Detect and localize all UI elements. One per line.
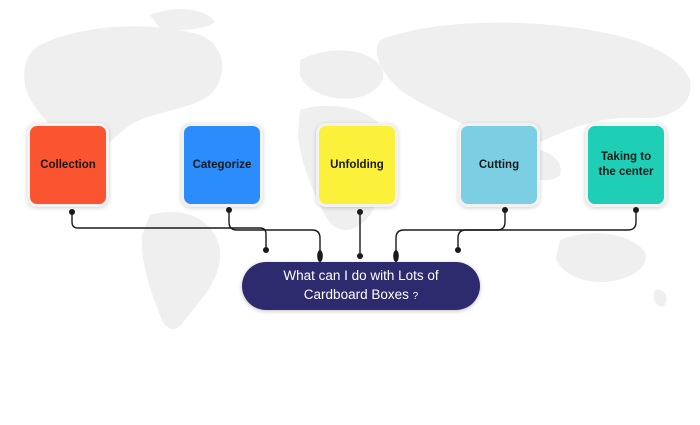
node-label: Unfolding — [330, 158, 384, 171]
node-label: Collection — [40, 158, 96, 171]
node-collection: Collection — [27, 123, 109, 207]
connector-taking-to-center — [457, 210, 637, 250]
node-label: Cutting — [478, 158, 520, 171]
connector-dot-unfolding — [357, 209, 363, 215]
connector-end-taking-to-center — [455, 247, 461, 253]
connector-dot-categorize — [226, 207, 232, 213]
connector-end-collection — [263, 247, 269, 253]
central-question: What can I do with Lots of Cardboard Box… — [242, 262, 480, 310]
connector-end-categorize — [317, 250, 323, 262]
node-taking-to-the-center: Taking to the center — [585, 123, 667, 207]
connector-end-cutting — [393, 250, 399, 262]
connector-categorize — [228, 210, 321, 254]
node-unfolding: Unfolding — [316, 123, 398, 207]
question-mark: ? — [412, 291, 419, 302]
node-label: Taking to the center — [598, 151, 654, 178]
connector-end-unfolding — [357, 253, 363, 259]
connector-dot-cutting — [502, 207, 508, 213]
connector-cutting — [395, 210, 506, 254]
node-categorize: Categorize — [181, 123, 263, 207]
central-question-text: What can I do with Lots of Cardboard Box… — [283, 266, 438, 306]
connector-dot-collection — [69, 209, 75, 215]
connector-collection — [71, 212, 267, 250]
node-label: Categorize — [192, 158, 252, 171]
connector-dot-taking-to-center — [633, 207, 639, 213]
node-cutting: Cutting — [458, 123, 540, 207]
central-question-line2: Cardboard Boxes — [303, 287, 409, 302]
central-question-line1: What can I do with Lots of — [283, 268, 439, 283]
